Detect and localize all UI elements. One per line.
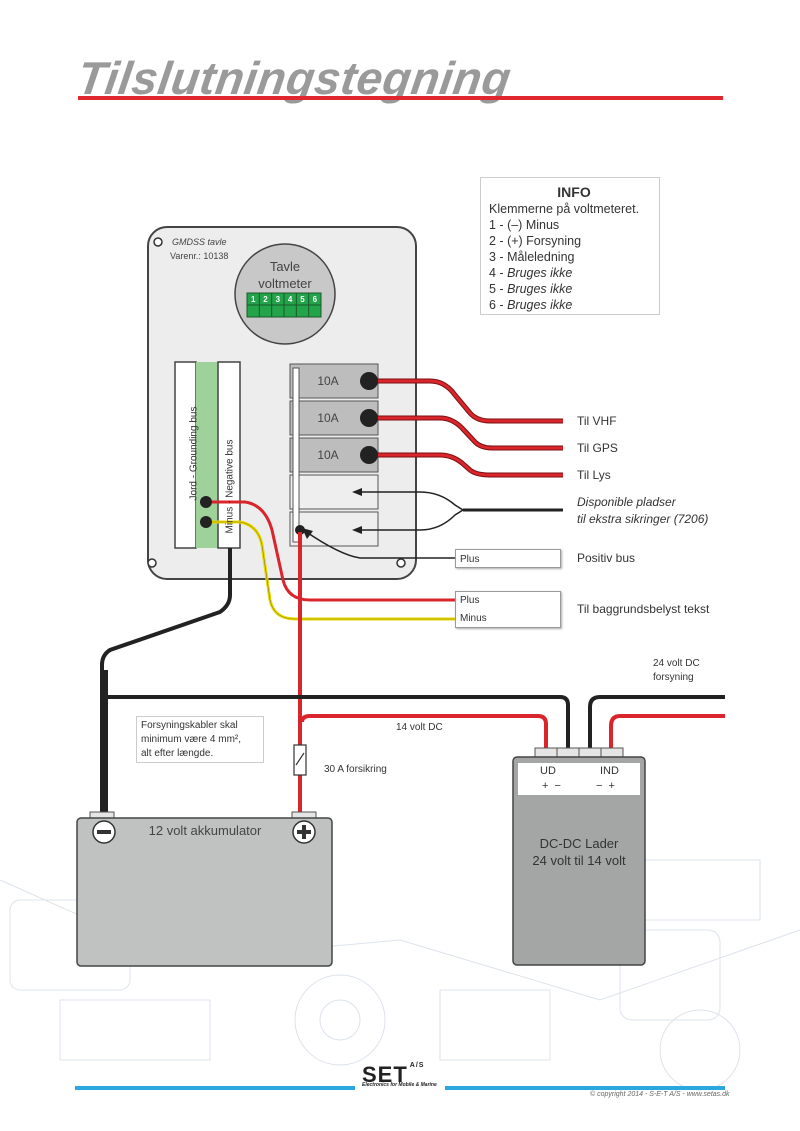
fuse-terminal-icon [360,446,378,464]
fuse-block [289,363,379,547]
label-spare-2: til ekstra sikringer (7206) [577,512,709,526]
bus-terminal-icon [200,496,212,508]
info-item: 4 - Bruges ikke [489,266,573,280]
info-item: 2 - (+) Forsyning [489,234,582,248]
positive-busbar [292,367,300,543]
voltmeter-terminal-number: 3 [275,295,281,304]
battery-label: 12 volt akkumulator [148,823,262,838]
fuse-label: 10A [317,374,339,388]
fuse-wires [370,379,563,477]
charger-ind-label: IND [600,765,619,777]
voltmeter-terminal-number: 5 [300,295,305,304]
footer-rule-left [75,1086,355,1090]
fuse-terminal-icon [360,372,378,390]
info-item: 3 - Måleledning [489,250,575,264]
label-spare-1: Disponible pladser [577,495,676,509]
info-item: 1 - (–) Minus [489,218,560,232]
ind-negative-wire [588,695,725,748]
label-backlight: Til baggrundsbelyst tekst [577,602,710,616]
label-24v-1: 24 volt DC [653,658,700,669]
bus-terminal-icon [200,516,212,528]
mount-hole-icon [153,237,163,247]
panel-item-number: Varenr.: 10138 [170,251,229,261]
charger-label-area [518,763,640,795]
spare-slot-lines [355,491,563,531]
positive-bus-line [304,530,455,559]
label-24v-2: forsyning [653,672,694,683]
ind-positive-wire [609,714,725,748]
label-positive-bus: Positiv bus [577,551,636,565]
fuse-terminal-icon [360,409,378,427]
voltmeter-terminal-number: 2 [263,295,268,304]
label-14v: 14 volt DC [396,722,443,733]
fuse-wires-outline [370,378,563,478]
charger-label-2: 24 volt til 14 volt [532,853,626,868]
charger-ud-label: UD [540,765,556,777]
cable-note: Forsyningskabler skal minimum være 4 mm²… [136,716,264,763]
dc-dc-charger [512,756,646,966]
title-underline [78,96,723,100]
fuse-label: 10A [317,411,339,425]
copyright: © copyright 2014 - S-E-T A/S - www.setas… [590,1091,730,1098]
ud-positive-wire [300,714,548,748]
grounding-bus-label: Jord - Grounding bus [188,406,200,501]
charger-ud-polarity: + − [542,780,561,792]
backlight-plus: Plus [460,595,480,606]
negative-bus-label: Minus - Negative bus [224,439,236,534]
label-30a-fuse: 30 A forsikring [324,764,387,775]
positive-bus-box: Plus [455,549,561,568]
fuse-label: 10A [317,448,339,462]
label-gps: Til GPS [577,441,618,455]
arrow-icon [352,526,362,534]
voltmeter-terminal-number: 1 [250,295,256,304]
info-item: 6 - Bruges ikke [489,298,573,312]
label-vhf: Til VHF [577,414,617,428]
backlight-minus: Minus [460,613,487,624]
panel-name: GMDSS tavle [172,237,227,247]
voltmeter-label-1: Tavle [269,259,301,274]
backlight-box: Plus Minus [455,591,561,628]
logo-tagline: Electronics for Mobile & Marine [362,1082,437,1088]
voltmeter-terminal-block [246,292,322,318]
label-lys: Til Lys [577,468,611,482]
mount-hole-icon [147,558,157,568]
info-intro: Klemmerne på voltmeteret. [489,202,640,216]
battery [76,817,333,967]
positive-bus-terminal [295,525,305,535]
info-box: INFO Klemmerne på voltmeteret. 1 - (–) M… [480,177,660,315]
ud-negative-wire [106,695,570,748]
arrow-icon [352,488,362,496]
info-item: 5 - Bruges ikke [489,282,573,296]
voltmeter-terminal-number: 6 [312,295,318,304]
charger-ind-polarity: − + [596,780,615,792]
footer-rule-right [445,1086,725,1090]
mount-hole-icon [396,558,406,568]
negative-main-wire [100,548,232,812]
info-heading: INFO [557,184,591,200]
charger-label-1: DC-DC Lader [539,836,619,851]
voltmeter-terminal-number: 4 [287,295,293,304]
voltmeter-label-2: voltmeter [258,276,312,291]
